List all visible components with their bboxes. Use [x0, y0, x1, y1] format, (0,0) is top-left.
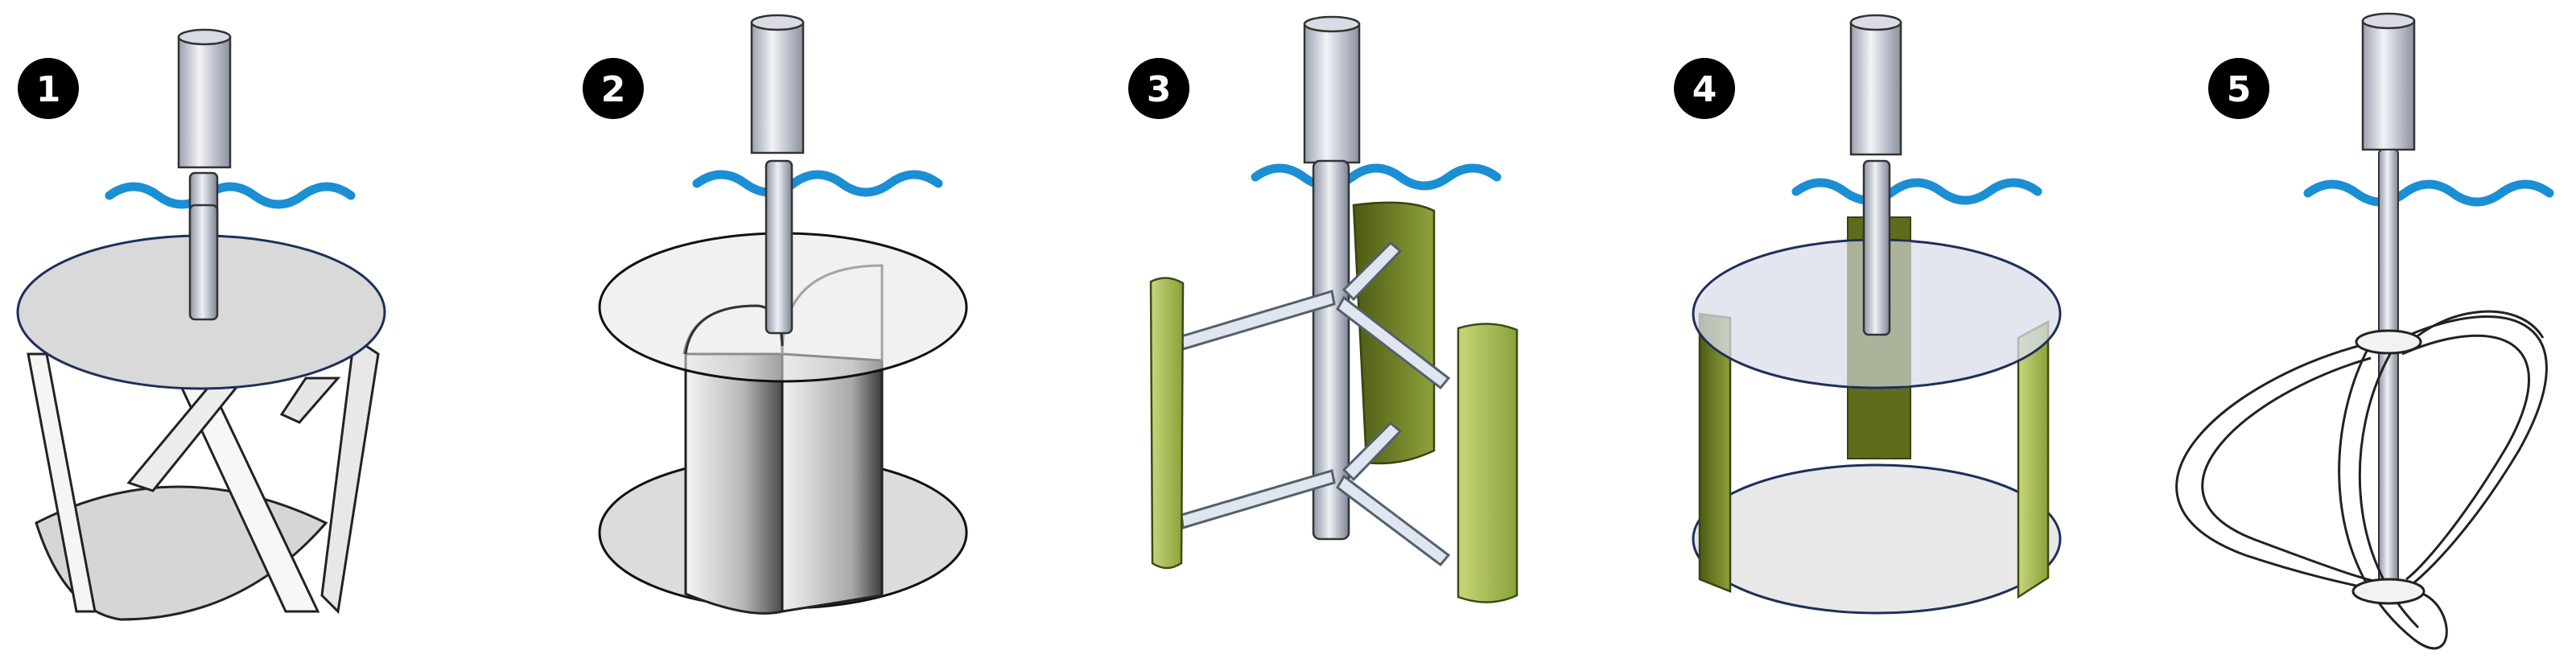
panel-3-h-darrieus-turbine: 3 — [1128, 15, 1519, 603]
panel-5-water-surface-icon — [2303, 179, 2554, 207]
panel-4-motor — [1849, 14, 1902, 156]
panel-4-badge: 4 — [1674, 58, 1735, 119]
panel-1-motor — [177, 28, 232, 169]
panel-3-motor — [1303, 15, 1361, 164]
panel-3-blade-right — [1457, 323, 1519, 603]
panel-4-number: 4 — [1692, 69, 1717, 110]
panel-2-motor — [750, 14, 805, 154]
panel-2-water-surface-icon — [692, 170, 943, 197]
panel-1-helical-blades — [27, 336, 380, 621]
panel-5-bottom-hub — [2351, 578, 2426, 605]
panel-1-badge: 1 — [18, 58, 79, 119]
panel-2-shaft — [765, 159, 793, 335]
panel-3-blade-left — [1149, 277, 1185, 570]
panel-4-blade-right — [2017, 319, 2050, 599]
panel-1-number: 1 — [36, 69, 61, 110]
panel-3-blade-back — [1352, 201, 1436, 465]
panel-3-badge: 3 — [1128, 58, 1189, 119]
panel-5-top-hub — [2355, 329, 2422, 355]
panel-1-water-surface-icon — [105, 182, 356, 209]
panel-1-shaft-top — [188, 204, 219, 321]
panel-2-number: 2 — [601, 69, 626, 110]
panel-3-shaft — [1312, 159, 1350, 541]
panel-4-bottom-disc — [1692, 463, 2062, 615]
panel-5-badge: 5 — [2208, 58, 2269, 119]
panel-4-water-surface-icon — [1791, 178, 2042, 205]
panel-3-water-surface-icon — [1251, 163, 1502, 191]
panel-2-savonius-buckets — [682, 264, 884, 615]
panel-1-helical-turbine: 1 — [16, 28, 386, 621]
panel-2-badge: 2 — [583, 58, 644, 119]
panel-4-shaft — [1862, 159, 1891, 336]
panel-4-ducted-darrieus-turbine: 4 — [1674, 14, 2062, 615]
panel-3-struts — [1180, 241, 1451, 567]
panel-5-motor — [2361, 12, 2416, 151]
panel-2-savonius-turbine: 2 — [583, 14, 968, 615]
panel-5-eggbeater-turbine: 5 — [2175, 12, 2554, 650]
panel-3-number: 3 — [1147, 69, 1172, 110]
panel-5-number: 5 — [2227, 69, 2252, 110]
panel-5-shaft — [2378, 149, 2399, 585]
